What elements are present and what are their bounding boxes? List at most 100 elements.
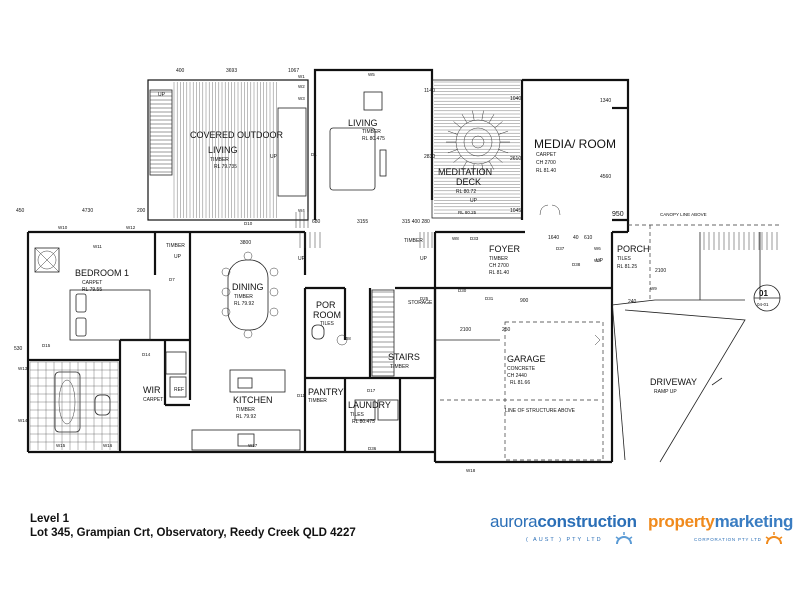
plan-line	[472, 110, 475, 121]
meditation-rl: RL 80.72	[456, 189, 476, 195]
plan-line	[481, 110, 484, 121]
living-label: LIVING	[348, 118, 378, 128]
door-tag: D14	[142, 352, 151, 357]
dim-40: 40	[573, 235, 579, 241]
garage-rl: RL 81.66	[510, 380, 530, 386]
dim-315: 315 400 280	[402, 219, 430, 225]
structure-note: LINE OF STRUCTURE ABOVE	[505, 408, 576, 414]
window-tag: W10	[58, 225, 68, 230]
garage-details	[435, 321, 604, 461]
window-tag: W14	[18, 418, 28, 423]
dim-610: 610	[584, 235, 593, 241]
dim-1140: 1140	[424, 88, 435, 94]
bedroom-furniture	[34, 247, 151, 341]
foyer-finish: TIMBER	[489, 256, 508, 262]
laundry-label: LAUNDRY	[348, 400, 391, 410]
pm-sub: CORPORATION PTY LTD	[694, 537, 762, 542]
dim-1640: 1640	[548, 235, 559, 241]
aurora-word: aurora	[490, 512, 538, 531]
porch-rl: RL 81.25	[617, 264, 637, 270]
dining-chair	[221, 287, 231, 297]
dim-2830: 2830	[424, 154, 435, 160]
covered-outdoor-finish: TIMBER	[210, 157, 229, 163]
pantry-finish: TIMBER	[308, 398, 327, 404]
dim-250: 250	[502, 327, 511, 333]
dining-rl: RL 79.92	[234, 301, 254, 307]
door-tag: D1	[311, 152, 317, 157]
dining-chair	[243, 329, 253, 339]
storage-label: STORAGE	[408, 300, 433, 306]
dim-450: 450	[16, 208, 25, 214]
window-tag: W17	[248, 443, 258, 448]
window-tag: W4	[298, 208, 305, 213]
meditation-label-2: DECK	[456, 177, 481, 187]
dining-table	[221, 251, 279, 339]
window-tag: W18	[466, 468, 476, 473]
plan-line	[472, 163, 475, 174]
plan-line	[488, 160, 495, 170]
kitchen-fixtures	[165, 351, 301, 451]
powder-finish: TILES	[320, 321, 335, 327]
garage-ch: CH 2440	[507, 373, 527, 379]
media-ch: CH 2700	[536, 160, 556, 166]
dining-chair	[269, 267, 279, 277]
laundry-finish: TILES	[350, 412, 365, 418]
plan-line	[453, 155, 462, 163]
dim-1340: 1340	[600, 98, 611, 104]
door-tag: D8	[345, 336, 351, 341]
foyer-rl: RL 81.40	[489, 270, 509, 276]
covered-outdoor-deck	[147, 79, 309, 221]
dimension-labels: 400 3693 1067 4730 450 200 3800 3155 680…	[14, 68, 769, 414]
dining-chair	[243, 251, 253, 261]
window-tag: W11	[93, 244, 102, 249]
covered-outdoor-rl: RL 79.735	[214, 164, 237, 170]
plan-title: Level 1 Lot 345, Grampian Crt, Observato…	[30, 512, 356, 540]
sun-icon	[765, 532, 783, 545]
plan-line	[498, 149, 509, 154]
level-label: Level 1	[30, 513, 69, 525]
dim-950: 950	[612, 211, 624, 218]
up-label-6: UP	[596, 258, 604, 264]
dim-1067: 1067	[288, 68, 299, 74]
dim-900: 900	[520, 298, 529, 304]
plan-line	[447, 130, 458, 135]
dim-200: 200	[137, 208, 146, 214]
dining-chair	[221, 267, 231, 277]
dining-chair	[269, 287, 279, 297]
driveway	[611, 299, 746, 463]
up-label-5: UP	[420, 256, 428, 262]
door-tag: D33	[470, 236, 479, 241]
living-rl: RL 80.475	[362, 136, 385, 142]
door-tag: D10	[244, 221, 253, 226]
door-tag: D7	[169, 277, 175, 282]
door-tag: D31	[485, 296, 494, 301]
aurora-sub: ( AUST ) PTY LTD	[526, 537, 603, 543]
side-steps	[295, 212, 309, 228]
laundry-rl: RL 80.475	[352, 419, 375, 425]
stair-treads	[299, 232, 433, 377]
living-finish: TIMBER	[362, 129, 381, 135]
window-tag: W5	[368, 72, 375, 77]
powder-label-2: ROOM	[313, 310, 341, 320]
dim-1040: 1040	[510, 96, 521, 102]
covered-outdoor-label-2: LIVING	[208, 145, 238, 155]
window-tag: W8	[452, 236, 459, 241]
dim-2100b: 2100	[655, 268, 666, 274]
plan-line	[494, 155, 503, 163]
kitchen-finish: TIMBER	[236, 407, 255, 413]
up-label-3: UP	[174, 254, 182, 260]
foyer-ch: CH 2700	[489, 263, 509, 269]
address-label: Lot 345, Grampian Crt, Observatory, Reed…	[30, 527, 356, 539]
dim-3155: 3155	[357, 219, 368, 225]
plan-line	[461, 160, 468, 170]
window-tag: W7	[594, 258, 601, 263]
dim-2100: 2100	[460, 327, 471, 333]
laundry-fixtures	[354, 399, 399, 421]
up-label-7: UP	[470, 198, 478, 204]
wir-label: WIR	[143, 385, 161, 395]
kitchen-rl: RL 79.92	[236, 414, 256, 420]
window-tag: W1	[298, 74, 305, 79]
pantry-label: PANTRY	[308, 387, 344, 397]
rl-small-note: RL 80.25	[458, 210, 477, 215]
